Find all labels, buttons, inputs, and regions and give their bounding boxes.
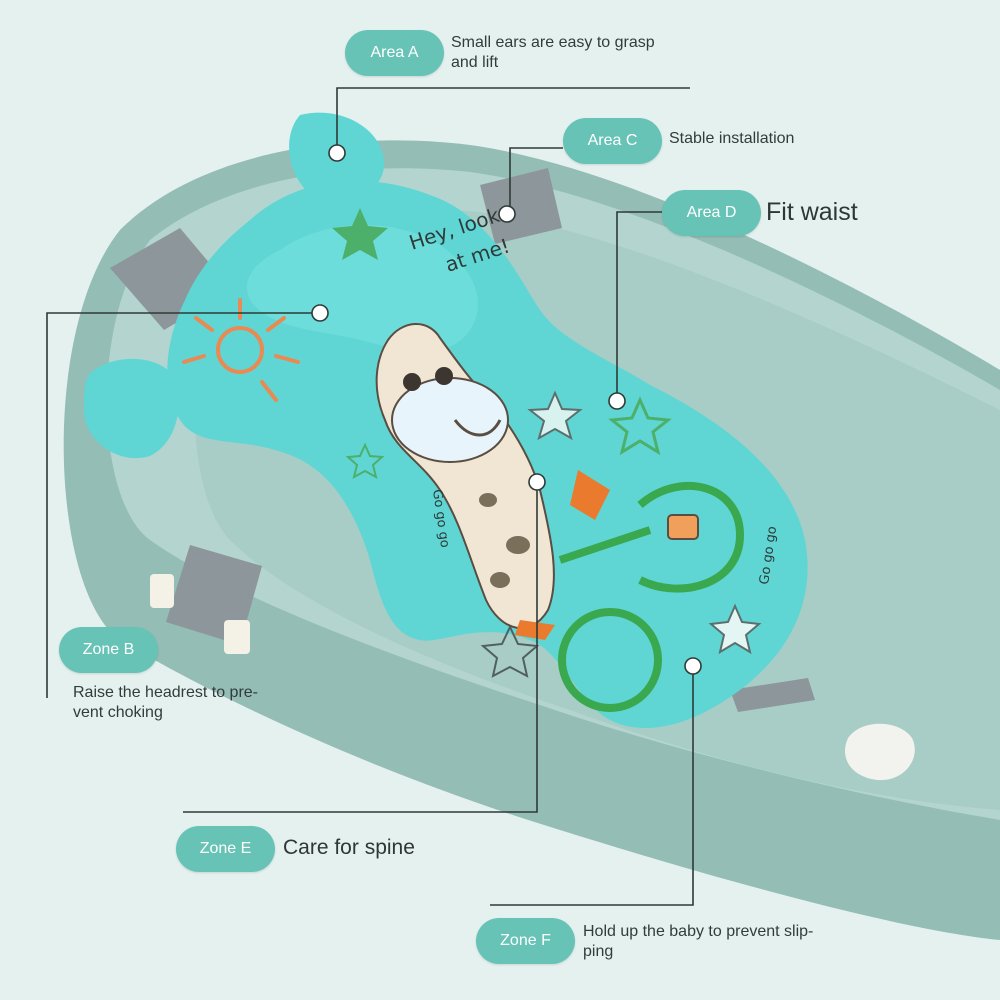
- zone-f-label: Zone F: [476, 918, 575, 964]
- star-outline-3: [708, 603, 762, 655]
- area-d-text-line-1: Fit waist: [766, 198, 858, 226]
- strap-clip-left: [150, 574, 174, 608]
- zone-e-text-line-1: Care for spine: [283, 836, 415, 859]
- area-a-text-line-1: Small ears are easy to grasp: [451, 34, 655, 51]
- zone-f-text-line-1: Hold up the baby to prevent slip-: [583, 923, 814, 940]
- zone-b-text-line-2: vent choking: [73, 704, 163, 721]
- zone-e-label: Zone E: [176, 826, 275, 872]
- area-a-label: Area A: [345, 30, 444, 76]
- dot-area-a: [328, 144, 346, 162]
- star-outline-1: [527, 390, 583, 441]
- dot-zone-b: [311, 304, 329, 322]
- area-a-description: Small ears are easy to grasp and lift: [451, 33, 711, 73]
- area-d-label: Area D: [662, 190, 761, 236]
- dot-area-d: [608, 392, 626, 410]
- star-top: [332, 208, 388, 260]
- dot-area-c: [498, 205, 516, 223]
- strap-bottom-right: [730, 678, 815, 712]
- zone-b-description: Raise the headrest to pre- vent choking: [73, 683, 323, 723]
- area-c-text-line-1: Stable installation: [669, 130, 795, 147]
- bike-basket: [667, 514, 699, 540]
- zone-f-text-line-2: ping: [583, 943, 614, 960]
- orange-accent-2: [515, 620, 555, 640]
- star-outline-2: [480, 624, 540, 678]
- drain-plug: [844, 723, 915, 781]
- zone-b-label: Zone B: [59, 627, 158, 673]
- sun-doodle: [182, 298, 300, 402]
- zone-b-text-line-1: Raise the headrest to pre-: [73, 684, 258, 701]
- leader-area-d: [616, 211, 662, 400]
- area-c-description: Stable installation: [669, 129, 869, 149]
- area-a-text-line-2: and lift: [451, 54, 499, 71]
- bicycle-print: [558, 481, 745, 712]
- giraffe-print: [375, 323, 555, 630]
- dot-zone-e: [528, 473, 546, 491]
- area-d-description: Fit waist: [766, 196, 946, 228]
- leader-zone-b: [46, 312, 320, 698]
- zone-e-description: Care for spine: [283, 834, 483, 862]
- callout-dots: [311, 144, 702, 675]
- pad-ear-left: [84, 358, 179, 459]
- orange-accent: [570, 470, 610, 520]
- zone-f-description: Hold up the baby to prevent slip- ping: [583, 922, 853, 962]
- area-c-label: Area C: [563, 118, 662, 164]
- dot-zone-f: [684, 657, 702, 675]
- leader-zone-f: [490, 666, 694, 906]
- leader-zone-e: [183, 482, 538, 813]
- strap-top-right: [480, 168, 562, 244]
- strap-clip-bottom: [224, 620, 250, 654]
- callout-lines: [46, 87, 694, 906]
- star-outline-green: [608, 396, 672, 456]
- leader-area-a: [336, 87, 690, 153]
- leader-area-c: [509, 147, 563, 214]
